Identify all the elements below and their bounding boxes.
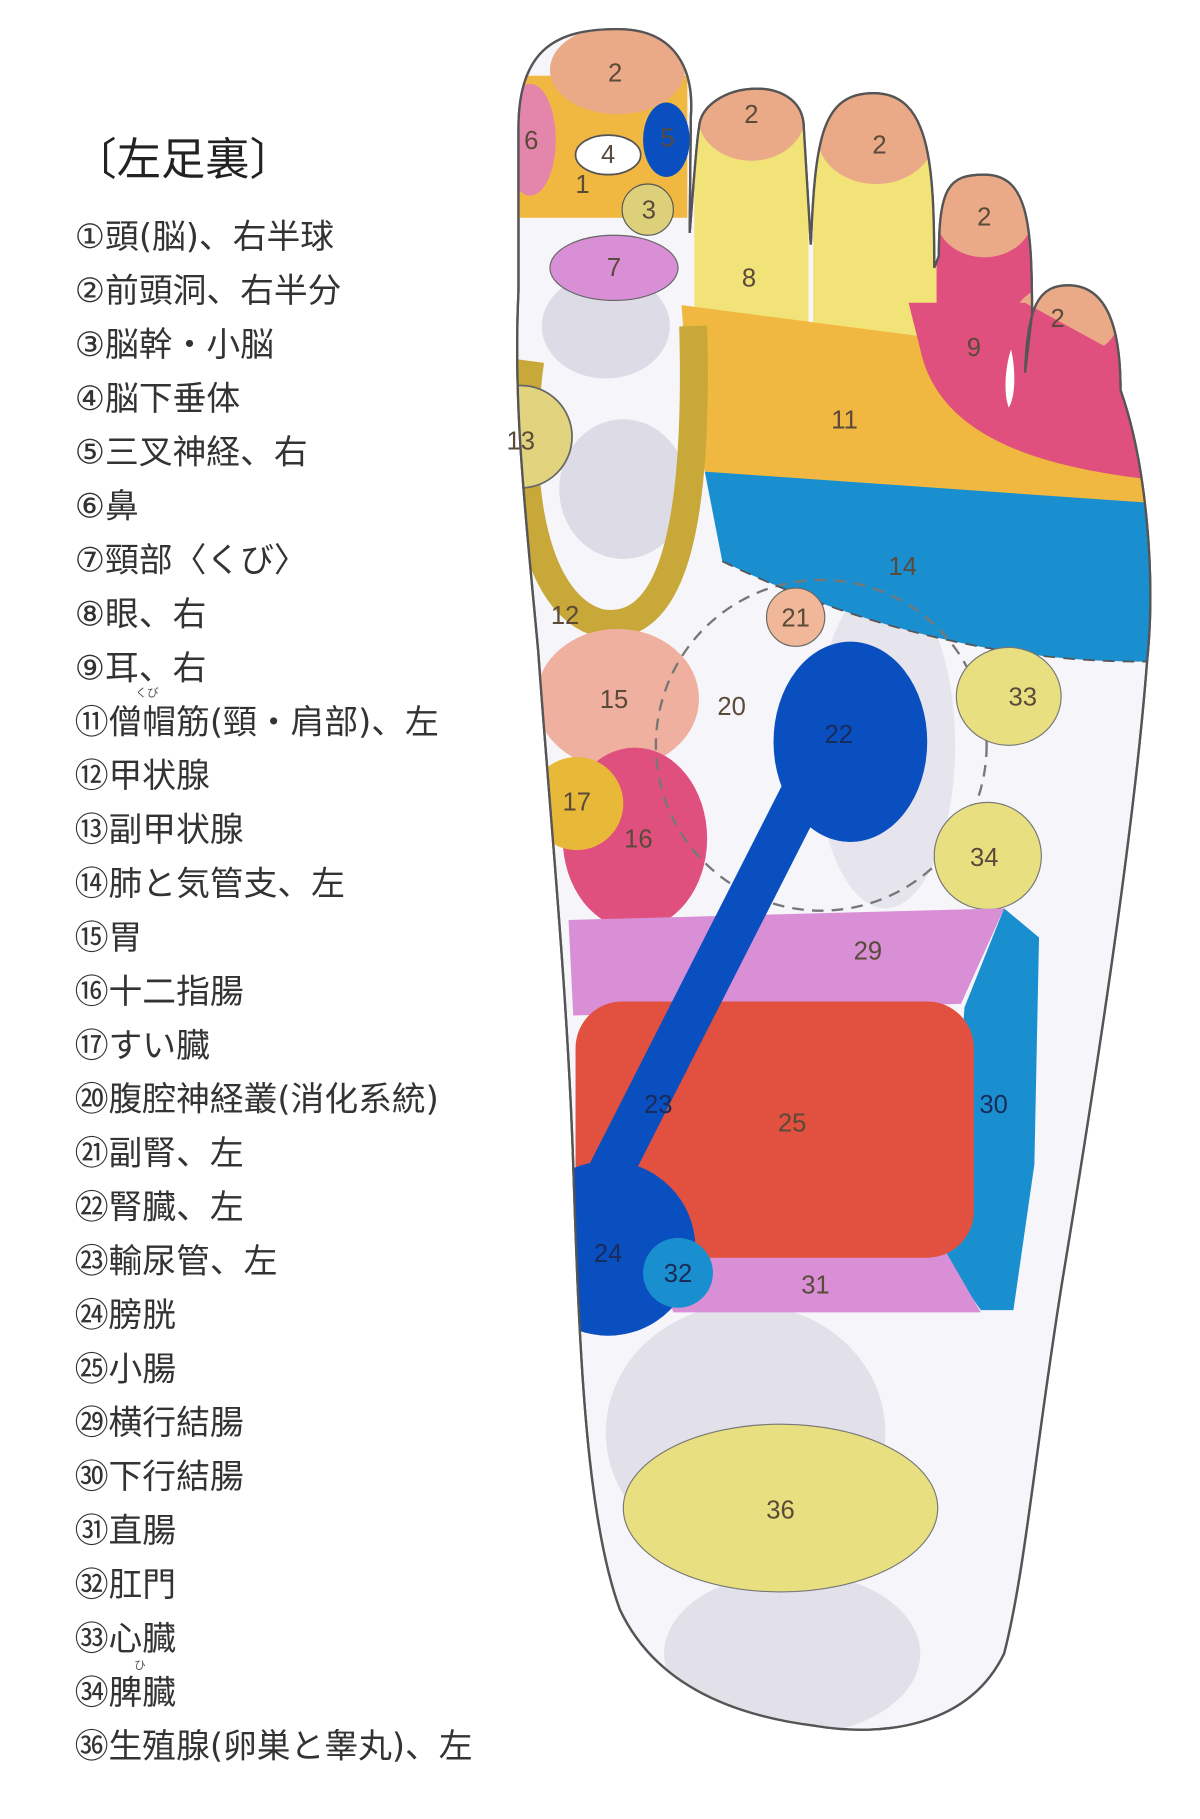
legend-item: ⑧眼、右 xyxy=(75,594,207,633)
legend-item: ㉛直腸 xyxy=(75,1511,176,1550)
zone-4 xyxy=(574,134,642,176)
label-8: 8 xyxy=(742,264,756,292)
legend-item: ㉕小腸 xyxy=(75,1349,176,1388)
toe-gap xyxy=(1005,349,1015,408)
zone-36 xyxy=(622,1423,939,1593)
legend-item: ⑮胃 xyxy=(75,918,143,957)
foot-outline-stroke xyxy=(515,27,1152,1731)
label-31: 31 xyxy=(801,1272,829,1300)
zone-21 xyxy=(765,587,826,647)
label-2: 2 xyxy=(608,59,622,87)
legend-item: ⑤三叉神経、右 xyxy=(75,433,308,472)
label-6: 6 xyxy=(524,127,538,155)
legend-item: ㉓輸尿管、左 xyxy=(75,1241,278,1280)
label-15: 15 xyxy=(600,686,629,714)
zone-15 xyxy=(535,628,699,769)
label-1: 1 xyxy=(575,171,589,199)
legend-item: ①頭(脳)、右半球 xyxy=(75,217,334,256)
label-4: 4 xyxy=(601,141,615,169)
bone-shade xyxy=(664,1572,921,1730)
label-17: 17 xyxy=(562,788,591,816)
legend-item: ⑨耳、右 xyxy=(75,648,207,687)
zone-20 xyxy=(654,578,988,912)
legend-item: ⑬副甲状腺 xyxy=(75,810,244,849)
zone-17 xyxy=(530,756,624,851)
legend-item: ⑯十二指腸 xyxy=(75,972,244,1011)
zone-23 xyxy=(588,746,841,1187)
legend-item: ⑭肺と気管支、左 xyxy=(75,864,345,903)
legend-item: ㉑副腎、左 xyxy=(75,1134,244,1173)
label-33: 33 xyxy=(1008,683,1036,711)
legend: 〔左足裏〕 ①頭(脳)、右半球 ②前頭洞、右半分 ③脳幹・小脳 ④脳下垂体 ⑤三叉神経、… xyxy=(72,135,472,1766)
legend-item: ⑳腹腔神経叢(消化系統) xyxy=(75,1080,439,1119)
label-7: 7 xyxy=(607,254,621,282)
ruby-kubi: くび xyxy=(135,685,159,699)
bone-shade xyxy=(541,273,670,379)
legend-item: ㊱生殖腺(卵巣と睾丸)、左 xyxy=(75,1727,473,1766)
legend-item: ㉞脾臓 xyxy=(75,1673,176,1712)
label-21: 21 xyxy=(781,604,809,632)
foot: 2 2 2 2 2 1 3 4 5 6 7 8 9 11 12 13 14 15… xyxy=(507,27,1152,1731)
zone-31 xyxy=(650,1251,981,1313)
zone-2-toe3 xyxy=(817,90,935,184)
label-2: 2 xyxy=(1051,305,1065,333)
legend-item: ㉝心臓 xyxy=(75,1619,176,1658)
label-3: 3 xyxy=(642,197,656,225)
zone-3 xyxy=(621,183,674,236)
label-25: 25 xyxy=(778,1110,807,1138)
label-2: 2 xyxy=(977,204,991,232)
legend-item: ⑫甲状腺 xyxy=(75,756,210,795)
legend-item: ㉜肛門 xyxy=(75,1565,176,1604)
ruby-hi: ひ xyxy=(134,1658,146,1672)
zone-22 xyxy=(773,641,928,842)
label-16: 16 xyxy=(624,826,653,854)
legend-item: ㉙横行結腸 xyxy=(75,1403,244,1442)
label-34: 34 xyxy=(970,844,999,872)
zone-29 xyxy=(568,908,1005,1016)
label-2: 2 xyxy=(872,131,886,159)
zone-14 xyxy=(704,471,1151,662)
legend-item: ㉔膀胱 xyxy=(75,1295,176,1334)
label-22: 22 xyxy=(824,721,852,749)
label-20: 20 xyxy=(717,693,746,721)
label-12: 12 xyxy=(551,602,580,630)
label-36: 36 xyxy=(766,1496,795,1524)
label-11: 11 xyxy=(831,406,858,434)
legend-item: ②前頭洞、右半分 xyxy=(75,271,342,310)
legend-item: ⑰すい臓 xyxy=(75,1026,210,1065)
label-5: 5 xyxy=(660,125,674,153)
zone-14-dashed-edge xyxy=(721,560,1151,663)
zone-11 xyxy=(681,305,1151,513)
legend-item: ㉚下行結腸 xyxy=(75,1457,244,1496)
legend-item: ⑪僧帽筋(頸・肩部)、左 xyxy=(75,702,439,741)
zone-33 xyxy=(955,646,1062,746)
legend-item: ㉒腎臓、左 xyxy=(75,1188,244,1227)
zone-2-toe4 xyxy=(935,173,1034,258)
label-24: 24 xyxy=(594,1240,623,1268)
zone-2-big-toe xyxy=(549,29,686,115)
label-9: 9 xyxy=(967,334,981,362)
legend-title: 〔左足裏〕 xyxy=(72,135,293,186)
legend-item: ⑥鼻 xyxy=(75,487,139,526)
zone-9-lower xyxy=(908,302,1151,480)
label-32: 32 xyxy=(664,1260,692,1288)
zone-7 xyxy=(549,234,679,302)
label-30: 30 xyxy=(979,1091,1008,1119)
legend-item: ③脳幹・小脳 xyxy=(75,325,274,364)
label-29: 29 xyxy=(854,937,883,965)
label-14: 14 xyxy=(889,553,918,581)
label-23: 23 xyxy=(644,1091,672,1119)
label-2: 2 xyxy=(744,101,758,129)
label-13: 13 xyxy=(507,427,536,455)
legend-item: ⑦頸部〈くび〉 xyxy=(75,541,308,580)
zone-5 xyxy=(643,102,690,178)
zone-32 xyxy=(643,1237,713,1308)
zone-labels: 2 2 2 2 2 1 3 4 5 6 7 8 9 11 12 13 14 15… xyxy=(507,59,1065,1524)
bone-shade xyxy=(559,419,688,559)
legend-item: ④脳下垂体 xyxy=(75,379,240,418)
